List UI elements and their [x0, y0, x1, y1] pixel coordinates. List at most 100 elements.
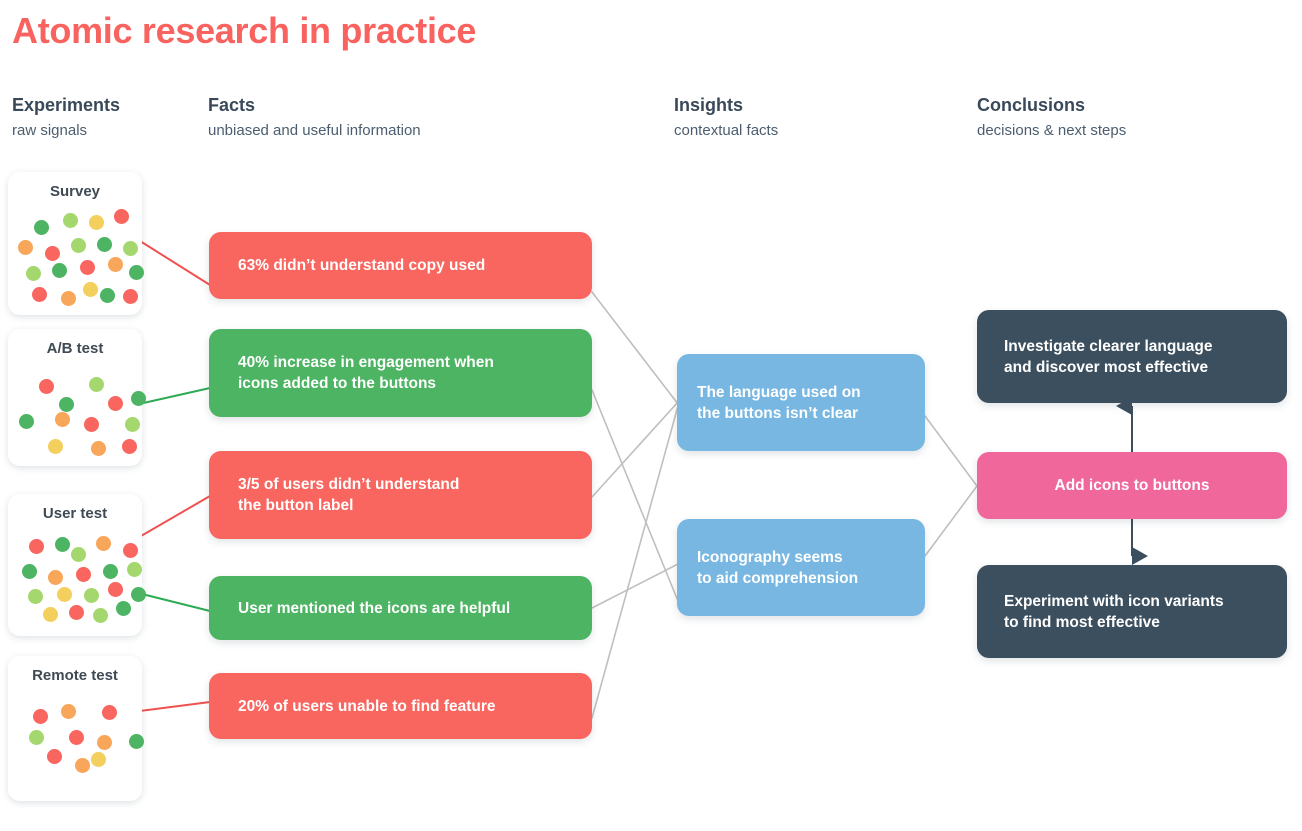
fact-text: 3/5 of users didn’t understand the butto…	[238, 476, 460, 514]
signal-dot	[69, 605, 84, 620]
signal-dot	[71, 547, 86, 562]
signal-dot	[69, 730, 84, 745]
signal-dot	[116, 601, 131, 616]
signal-dot	[59, 397, 74, 412]
signal-dot	[26, 266, 41, 281]
link-fact-label-to-insight-language	[591, 401, 679, 498]
signal-dot	[100, 288, 115, 303]
fact-text: User mentioned the icons are helpful	[238, 599, 511, 617]
column-header-experiments: Experiments raw signals	[12, 95, 120, 141]
conclusion-card-add-icons[interactable]: Add icons to buttons	[977, 452, 1287, 519]
signal-dot	[89, 215, 104, 230]
signal-dot	[123, 241, 138, 256]
signal-dot	[57, 587, 72, 602]
fact-card-label[interactable]: 3/5 of users didn’t understand the butto…	[209, 451, 592, 539]
signal-dot	[34, 220, 49, 235]
conclusion-text: Add icons to buttons	[1054, 477, 1210, 494]
signal-dot	[125, 417, 140, 432]
experiment-card-user-test[interactable]: User test	[8, 494, 146, 636]
column-header-conclusions: Conclusions decisions & next steps	[977, 95, 1126, 141]
signal-dot	[18, 240, 33, 255]
experiment-card-ab-test[interactable]: A/B test	[8, 329, 146, 466]
insight-text: Iconography seems to aid comprehension	[697, 548, 859, 587]
signal-dot	[29, 730, 44, 745]
signal-dot	[108, 257, 123, 272]
column-subtitle: decisions & next steps	[977, 122, 1127, 139]
signal-dot	[102, 705, 117, 720]
signal-dot	[108, 396, 123, 411]
signal-dot	[28, 589, 43, 604]
fact-card-engagement[interactable]: 40% increase in engagement when icons ad…	[209, 329, 592, 417]
signal-dot	[71, 238, 86, 253]
conclusion-card-experiment[interactable]: Experiment with icon variants to find mo…	[977, 565, 1287, 658]
column-header-facts: Facts unbiased and useful information	[208, 95, 421, 141]
experiment-card-remote-test[interactable]: Remote test	[8, 656, 144, 801]
conclusion-text: Experiment with icon variants to find mo…	[1004, 592, 1224, 631]
column-subtitle: contextual facts	[674, 122, 779, 139]
link-fact-copy-to-insight-language	[591, 291, 679, 405]
signal-dot	[43, 607, 58, 622]
signal-dot	[32, 287, 47, 302]
fact-card-find-feature[interactable]: 20% of users unable to find feature	[209, 673, 592, 739]
signal-dot	[131, 587, 146, 602]
link-fact-find-to-insight-language	[591, 405, 679, 719]
signal-dot	[19, 414, 34, 429]
experiment-title: Remote test	[32, 667, 118, 684]
signal-dot	[33, 709, 48, 724]
conclusion-text: Investigate clearer language and discove…	[1004, 337, 1213, 376]
insight-text: The language used on the buttons isn’t c…	[697, 383, 861, 422]
link-fact-helpful-to-insight-iconography	[591, 563, 679, 609]
column-title: Conclusions	[977, 95, 1086, 115]
signal-dot	[91, 441, 106, 456]
insight-card-language[interactable]: The language used on the buttons isn’t c…	[677, 354, 925, 451]
signal-dot	[80, 260, 95, 275]
link-insight-iconography-to-add-icons	[924, 485, 978, 557]
signal-dot	[131, 391, 146, 406]
signal-dot	[55, 412, 70, 427]
signal-dot	[89, 377, 104, 392]
signal-dot	[29, 539, 44, 554]
signal-dot	[84, 417, 99, 432]
fact-text: 40% increase in engagement when icons ad…	[238, 354, 494, 392]
column-title: Experiments	[12, 95, 121, 115]
signal-dot	[103, 564, 118, 579]
experiment-card-survey[interactable]: Survey	[8, 172, 144, 315]
signal-dot	[48, 439, 63, 454]
column-title: Insights	[674, 95, 744, 115]
signal-dot	[39, 379, 54, 394]
signal-dot	[129, 734, 144, 749]
fact-text: 20% of users unable to find feature	[238, 697, 496, 715]
signal-dot	[129, 265, 144, 280]
fact-card-copy[interactable]: 63% didn’t understand copy used	[209, 232, 592, 299]
column-subtitle: raw signals	[12, 122, 88, 139]
signal-dot	[22, 564, 37, 579]
signal-dot	[75, 758, 90, 773]
signal-dot	[108, 582, 123, 597]
fact-text: 63% didn’t understand copy used	[238, 257, 486, 274]
signal-dot	[123, 289, 138, 304]
insight-card-iconography[interactable]: Iconography seems to aid comprehension	[677, 519, 925, 616]
experiment-title: Survey	[49, 183, 101, 200]
signal-dot	[47, 749, 62, 764]
signal-dot	[114, 209, 129, 224]
signal-dot	[97, 237, 112, 252]
signal-dot	[97, 735, 112, 750]
conclusion-card-investigate[interactable]: Investigate clearer language and discove…	[977, 310, 1287, 403]
signal-dot	[127, 562, 142, 577]
signal-dot	[55, 537, 70, 552]
column-subtitle: unbiased and useful information	[208, 122, 421, 139]
signal-dot	[91, 752, 106, 767]
signal-dot	[93, 608, 108, 623]
signal-dot	[45, 246, 60, 261]
column-header-insights: Insights contextual facts	[674, 95, 778, 141]
signal-dot	[61, 704, 76, 719]
signal-dot	[61, 291, 76, 306]
fact-card-helpful[interactable]: User mentioned the icons are helpful	[209, 576, 592, 640]
signal-dot	[84, 588, 99, 603]
signal-dot	[96, 536, 111, 551]
link-insight-language-to-add-icons	[924, 415, 978, 487]
signal-dot	[122, 439, 137, 454]
signal-dot	[83, 282, 98, 297]
signal-dot	[52, 263, 67, 278]
